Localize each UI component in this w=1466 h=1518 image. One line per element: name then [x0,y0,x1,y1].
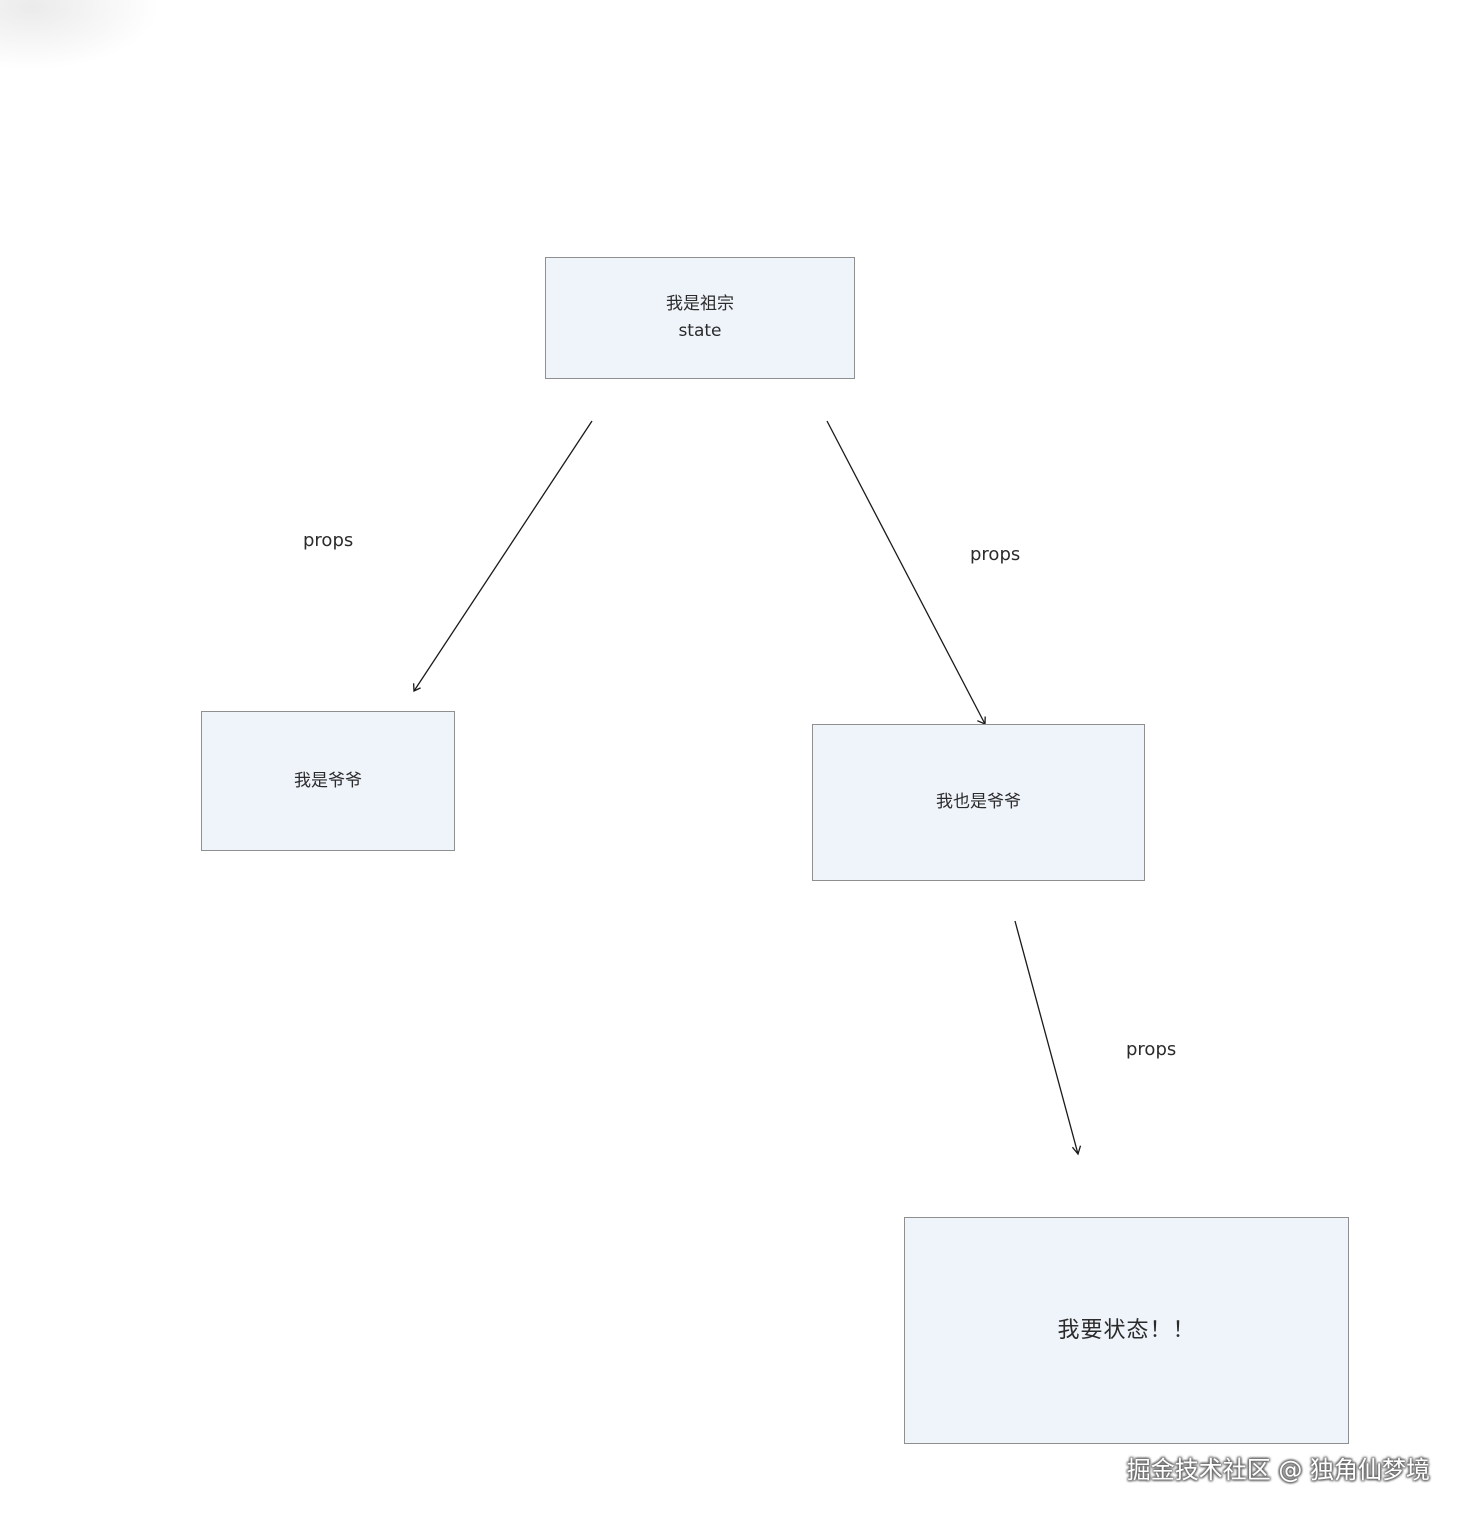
node-ancestor-title: 我是祖宗 [666,294,734,314]
edge-root-to-right [826,420,986,725]
edge-label-root-to-left: props [303,530,354,551]
node-want-state-label: 我要状态！！ [1057,1318,1196,1343]
node-ancestor: 我是祖宗 state [545,257,855,379]
node-grandpa-also-label: 我也是爷爷 [936,792,1021,812]
node-grandpa-label: 我是爷爷 [294,770,362,791]
edge-label-right-to-bottom: props [1126,1039,1177,1060]
edge-root-to-left [412,420,593,692]
corner-shadow [0,0,160,70]
node-want-state: 我要状态！！ [904,1217,1349,1444]
watermark: 掘金技术社区 @ 独角仙梦境 [1126,1456,1430,1484]
edge-label-root-to-right: props [970,544,1021,565]
node-ancestor-subtitle: state [678,321,722,341]
node-grandpa: 我是爷爷 [201,711,455,851]
node-grandpa-also: 我也是爷爷 [812,724,1145,881]
edge-right-to-bottom [1014,920,1082,1156]
